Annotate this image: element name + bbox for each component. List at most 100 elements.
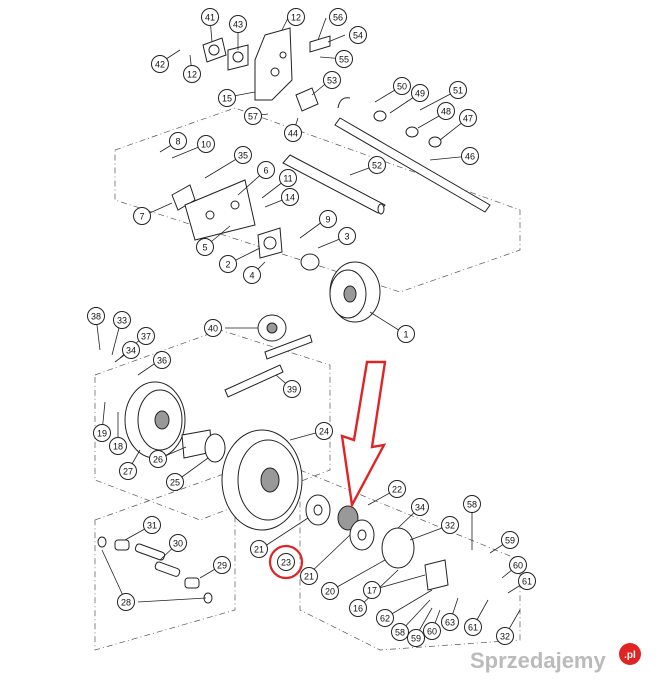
callout-54: 54 — [349, 26, 367, 44]
callout-label: 40 — [208, 324, 218, 334]
callout-label: 47 — [463, 114, 473, 124]
callout-bubble — [391, 623, 409, 641]
callout-51: 51 — [449, 81, 467, 99]
callout-bubble — [300, 567, 318, 585]
callout-bubble — [93, 424, 111, 442]
callout-label: 34 — [415, 503, 425, 513]
callout-label: 55 — [339, 55, 349, 65]
callout-label: 53 — [327, 76, 337, 86]
callout-bubble — [213, 556, 231, 574]
callout-bubble — [218, 89, 236, 107]
callout-label: 43 — [233, 20, 243, 30]
callout-33: 33 — [113, 311, 131, 329]
callout-label: 59 — [411, 634, 421, 644]
callout-bubble — [133, 207, 151, 225]
callout-27: 27 — [119, 462, 137, 480]
callout-bubble — [411, 498, 429, 516]
callout-8: 8 — [169, 132, 187, 150]
flange-16 — [381, 527, 415, 569]
callout-bubble — [349, 26, 367, 44]
pointer-arrow — [340, 360, 387, 509]
callout-58: 58 — [391, 623, 409, 641]
callout-41: 41 — [201, 8, 219, 26]
callout-bubble — [153, 351, 171, 369]
callout-bubble — [122, 341, 140, 359]
callout-label: 12 — [187, 70, 197, 80]
callout-bubble — [281, 188, 299, 206]
callout-14: 14 — [281, 188, 299, 206]
callout-56: 56 — [329, 8, 347, 26]
callout-label: 3 — [344, 232, 349, 242]
watermark-logo-icon — [619, 643, 641, 665]
callout-bubble — [277, 553, 295, 571]
bushings-47-50 — [373, 110, 442, 148]
callout-28: 28 — [117, 593, 135, 611]
callout-19: 19 — [93, 424, 111, 442]
callout-bubble — [407, 629, 425, 647]
callout-bubble — [197, 135, 215, 153]
callout-label: 17 — [367, 586, 377, 596]
callout-59: 59 — [407, 629, 425, 647]
watermark-text: Sprzedajemy — [470, 648, 606, 673]
callout-bubble — [349, 599, 367, 617]
callout-bubble — [143, 516, 161, 534]
callout-label: 49 — [415, 89, 425, 99]
callout-label: 28 — [121, 598, 131, 608]
callout-42: 42 — [151, 55, 169, 73]
tube-52 — [282, 154, 386, 215]
callout-31: 31 — [143, 516, 161, 534]
callout-label: 21 — [254, 545, 264, 555]
callout-label: 34 — [126, 346, 136, 356]
callout-label: 15 — [222, 94, 232, 104]
callout-label: 60 — [513, 561, 523, 571]
callout-label: 12 — [291, 13, 301, 23]
plate-54 — [309, 35, 331, 53]
callout-bubble — [411, 84, 429, 102]
callout-bubble — [219, 255, 237, 273]
callout-label: 36 — [157, 356, 167, 366]
bearing-2 — [257, 227, 283, 259]
plate-6 — [184, 179, 256, 241]
callout-17: 17 — [363, 581, 381, 599]
callout-bubble — [113, 311, 131, 329]
callout-15: 15 — [218, 89, 236, 107]
callout-label: 27 — [123, 467, 133, 477]
callout-7: 7 — [133, 207, 151, 225]
callout-bubble — [151, 55, 169, 73]
callout-label: 58 — [467, 500, 477, 510]
callout-label: 9 — [325, 215, 330, 225]
callout-48: 48 — [437, 102, 455, 120]
callout-label: 29 — [217, 561, 227, 571]
plate-7 — [171, 184, 196, 211]
callout-bubble — [234, 146, 252, 164]
callout-label: 42 — [155, 60, 165, 70]
callout-bubble — [229, 15, 247, 33]
callout-24: 24 — [315, 422, 333, 440]
callout-bubble — [109, 437, 127, 455]
callout-bubble — [243, 266, 261, 284]
callout-bubble — [87, 307, 105, 325]
callout-16: 16 — [349, 599, 367, 617]
callout-bubble — [250, 540, 268, 558]
callout-53: 53 — [323, 71, 341, 89]
callout-bubble — [329, 8, 347, 26]
callout-label: 20 — [325, 587, 335, 597]
callout-43: 43 — [229, 15, 247, 33]
callout-bubble — [388, 480, 406, 498]
callout-label: 22 — [392, 485, 402, 495]
callout-bubble — [501, 531, 519, 549]
callout-label: 50 — [397, 82, 407, 92]
callout-bubble — [459, 109, 477, 127]
callout-10: 10 — [197, 135, 215, 153]
callout-55: 55 — [335, 50, 353, 68]
callout-61: 61 — [464, 618, 482, 636]
callout-bubble — [338, 227, 356, 245]
callout-label: 10 — [201, 140, 211, 150]
callout-bubble — [117, 593, 135, 611]
callout-5: 5 — [196, 238, 214, 256]
callout-18: 18 — [109, 437, 127, 455]
callout-36: 36 — [153, 351, 171, 369]
flange-25 — [204, 433, 226, 463]
